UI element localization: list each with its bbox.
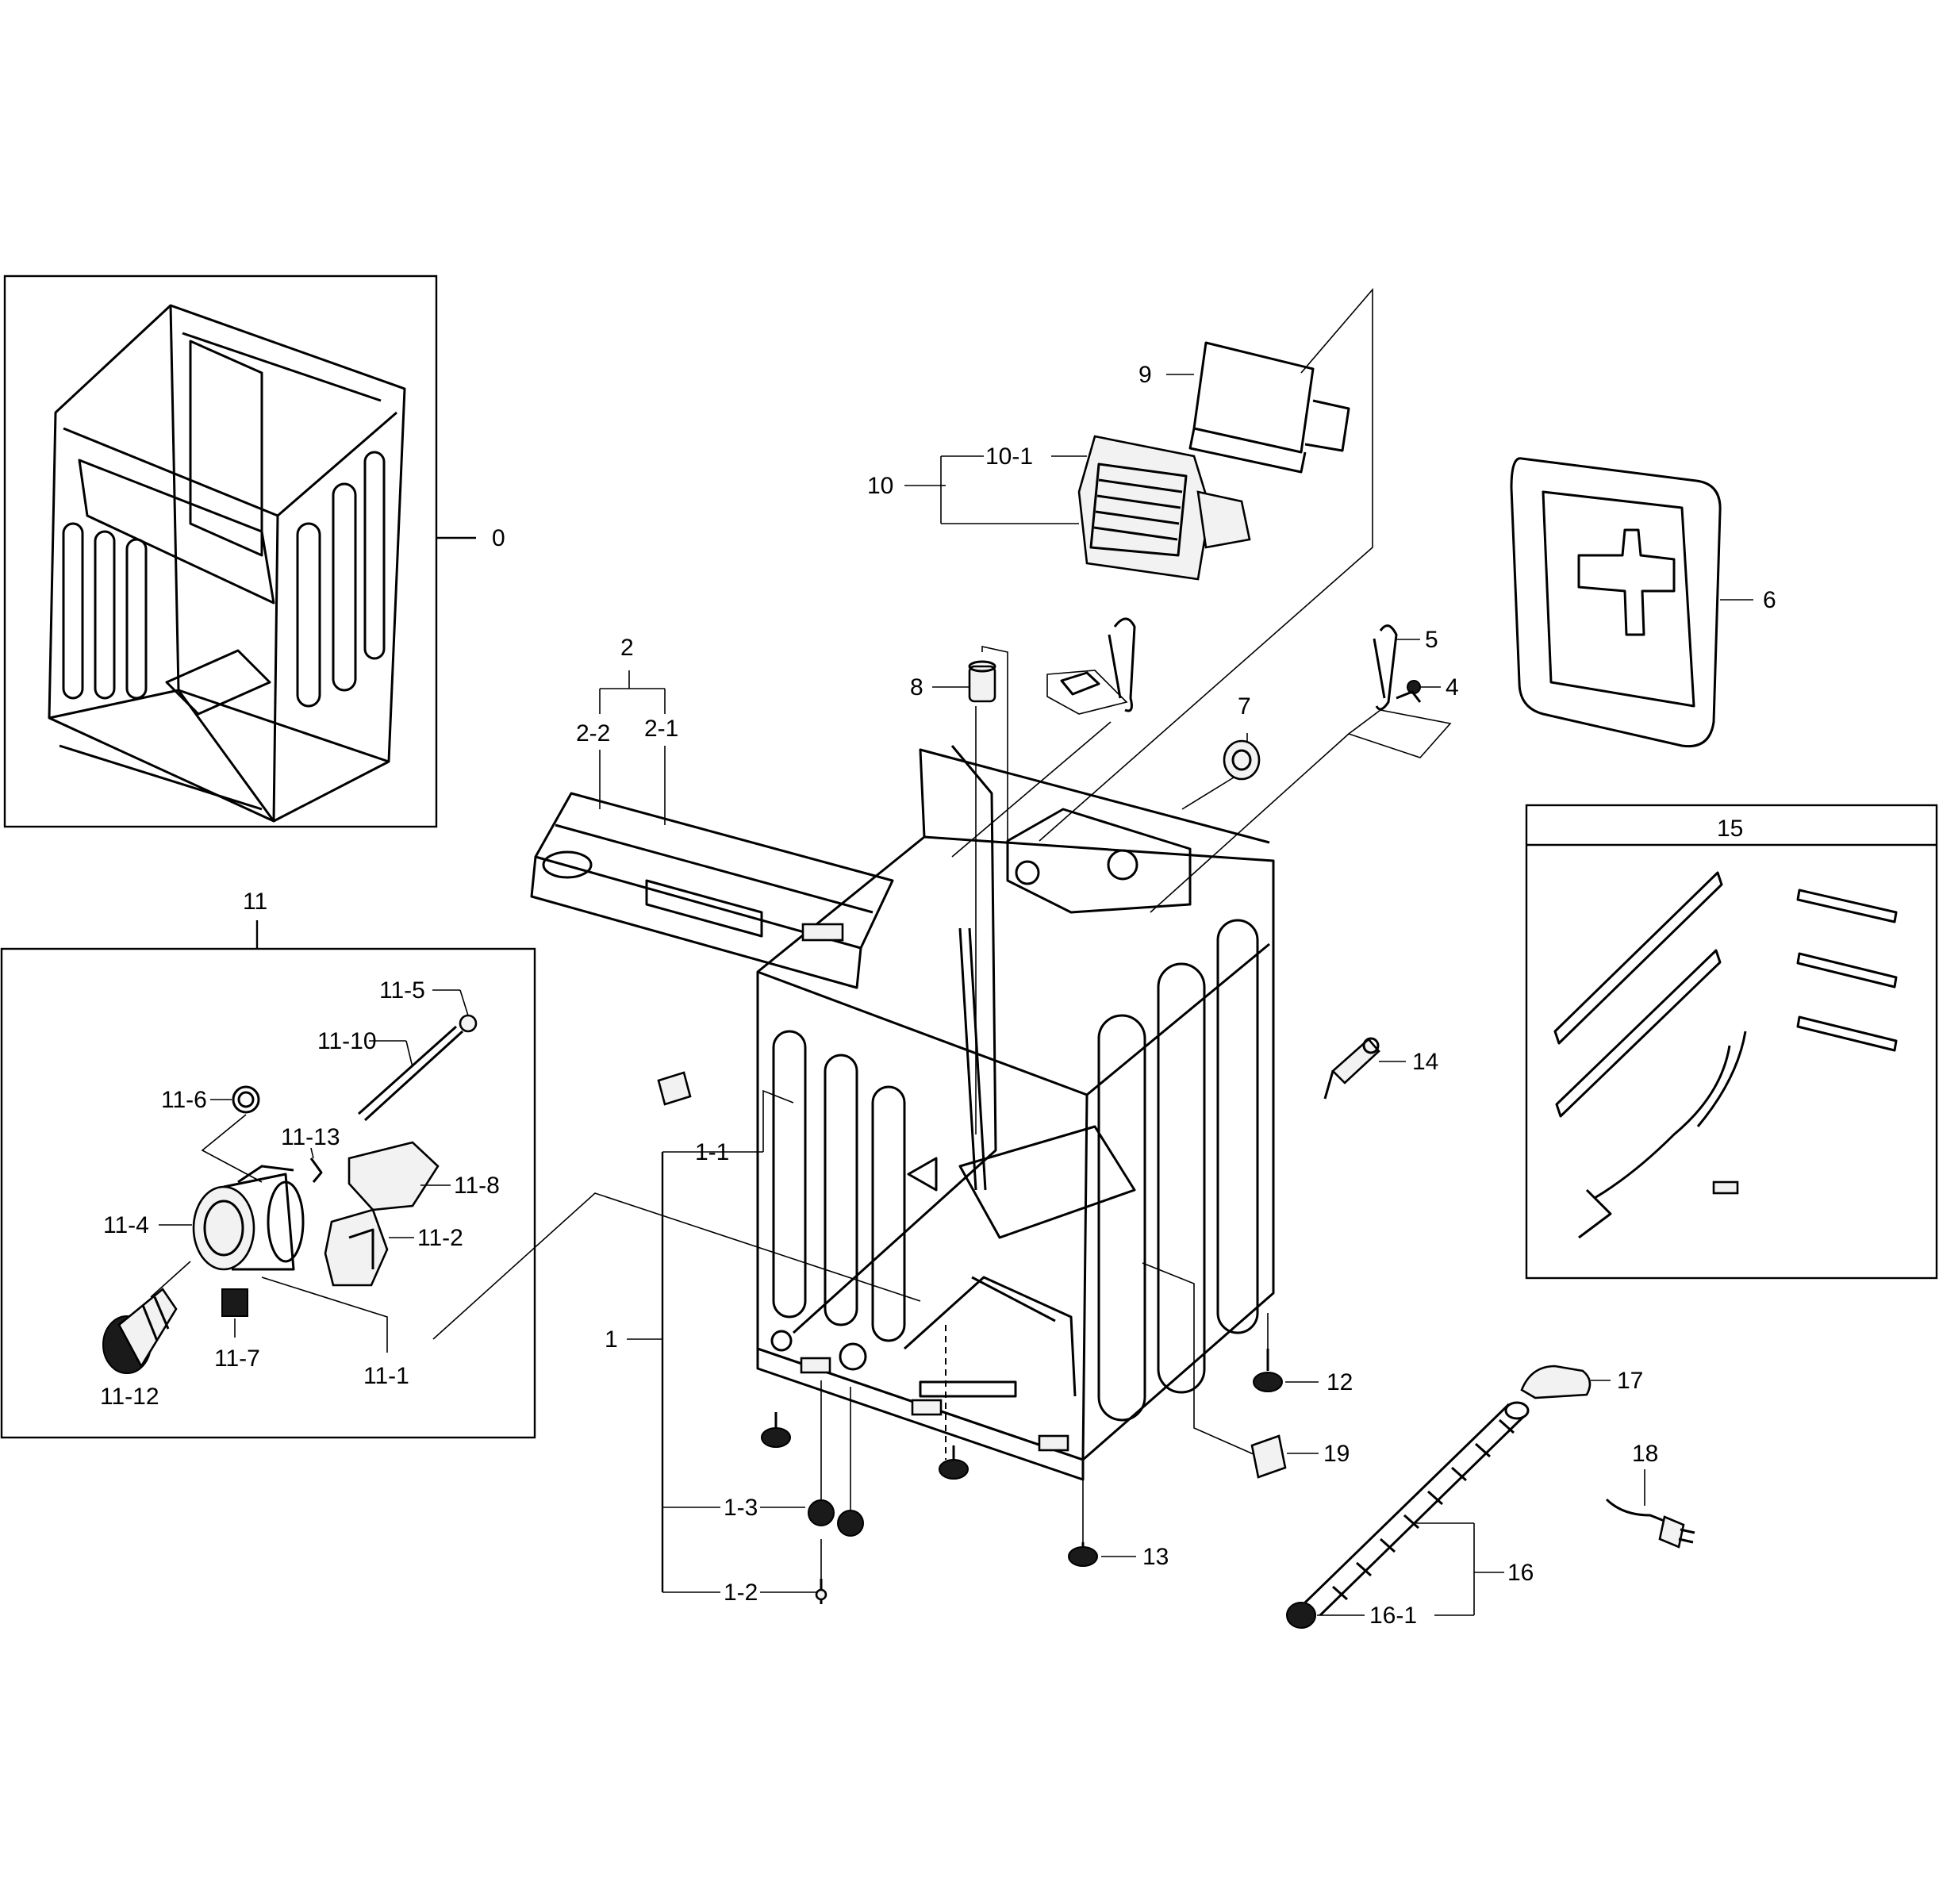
part-12-drawing bbox=[1253, 1349, 1283, 1392]
callout-11-6: 11-6 bbox=[161, 1087, 207, 1113]
callout-11-10: 11-10 bbox=[317, 1028, 377, 1054]
callout-10-1: 10-1 bbox=[985, 443, 1033, 470]
callout-1-2: 1-2 bbox=[724, 1580, 758, 1606]
part-2-top-frame-drawing bbox=[530, 792, 894, 989]
callout-8: 8 bbox=[910, 674, 923, 701]
callout-15: 15 bbox=[1717, 816, 1743, 842]
callout-6: 6 bbox=[1763, 587, 1776, 613]
part-11-5-drawing bbox=[459, 1014, 478, 1033]
callout-11-12: 11-12 bbox=[100, 1384, 159, 1410]
leader-line-9-10-group bbox=[1039, 287, 1373, 842]
part-16-hose-drawing bbox=[1286, 1401, 1530, 1629]
leveling-leg-middle-drawing bbox=[939, 1445, 969, 1480]
callout-group-2: 2 2-2 2-1 bbox=[576, 635, 678, 825]
callout-11-8: 11-8 bbox=[454, 1173, 500, 1199]
group-11-box: 11 11-5 11-10 11-6 11-13 bbox=[0, 889, 921, 1439]
callout-2-1: 2-1 bbox=[644, 716, 678, 742]
part-9-drawing bbox=[1188, 341, 1350, 474]
callout-9: 9 bbox=[1138, 362, 1152, 388]
part-5-drawing bbox=[1373, 624, 1398, 711]
callout-12: 12 bbox=[1327, 1369, 1353, 1395]
callout-14: 14 bbox=[1412, 1049, 1438, 1075]
callout-11-1: 11-1 bbox=[363, 1363, 409, 1389]
part-14-drawing bbox=[1323, 1037, 1380, 1100]
callout-16-1: 16-1 bbox=[1369, 1603, 1417, 1629]
part-10-drawing bbox=[1077, 435, 1251, 581]
callout-4: 4 bbox=[1446, 674, 1459, 701]
callout-2-2: 2-2 bbox=[576, 720, 610, 747]
part-1-1-bracket-drawing bbox=[657, 1071, 692, 1106]
callout-1: 1 bbox=[605, 1326, 618, 1353]
callout-1-1: 1-1 bbox=[695, 1139, 729, 1165]
part-1-cabinet-drawing bbox=[756, 745, 1275, 1481]
callout-16: 16 bbox=[1507, 1560, 1534, 1586]
part-7-drawing bbox=[1223, 739, 1261, 781]
assembled-cabinet-drawing bbox=[48, 304, 406, 823]
callout-5: 5 bbox=[1425, 627, 1438, 653]
callout-11-5: 11-5 bbox=[379, 977, 425, 1004]
part-18-drawing bbox=[1605, 1498, 1695, 1549]
leader-line-11-to-cabinet bbox=[432, 1192, 921, 1340]
part-11-7-drawing bbox=[221, 1288, 248, 1317]
callout-group-10: 10 10-1 bbox=[867, 443, 1087, 524]
part-17-drawing bbox=[1520, 1365, 1592, 1399]
spring-left-drawing bbox=[1060, 617, 1136, 712]
callout-10: 10 bbox=[867, 473, 893, 499]
group-15-box: 15 bbox=[1525, 804, 1938, 1280]
callout-11-4: 11-4 bbox=[103, 1212, 149, 1238]
callout-group-16: 16 16-1 bbox=[1317, 1522, 1534, 1629]
part-13-drawing bbox=[1068, 1477, 1098, 1567]
part-11-8-drawing bbox=[347, 1141, 440, 1211]
part-11-6-drawing bbox=[232, 1085, 260, 1114]
part-11-12-drawing bbox=[102, 1288, 178, 1374]
callout-19: 19 bbox=[1323, 1441, 1350, 1467]
part-11-2-drawing bbox=[324, 1208, 389, 1287]
part-4-drawing bbox=[1396, 680, 1422, 703]
callout-11-13: 11-13 bbox=[281, 1124, 340, 1150]
callout-1-3: 1-3 bbox=[724, 1495, 758, 1521]
callout-7: 7 bbox=[1238, 693, 1251, 720]
callout-17: 17 bbox=[1617, 1368, 1643, 1394]
callout-11-2: 11-2 bbox=[417, 1225, 463, 1251]
part-6-drawing bbox=[1510, 457, 1722, 748]
part-19-drawing bbox=[1250, 1434, 1287, 1479]
part-1-3-drawing bbox=[808, 1499, 864, 1537]
part-15-harnesses-drawing bbox=[1553, 871, 1898, 1239]
assembly-0-box: 0 bbox=[3, 274, 505, 828]
part-1-2-drawing bbox=[815, 1579, 827, 1604]
part-11-10-drawing bbox=[358, 1025, 464, 1122]
part-11-4-drawing bbox=[192, 1165, 305, 1271]
part-8-drawing bbox=[968, 660, 996, 703]
callout-13: 13 bbox=[1142, 1544, 1169, 1570]
leveling-leg-left-drawing bbox=[761, 1412, 791, 1448]
callout-11: 11 bbox=[243, 889, 267, 915]
callout-18: 18 bbox=[1632, 1441, 1658, 1467]
part-11-13-drawing bbox=[309, 1157, 323, 1183]
callout-11-7: 11-7 bbox=[214, 1345, 260, 1372]
callout-0: 0 bbox=[492, 525, 505, 551]
callout-group-1: 1 1-1 1-3 1-2 bbox=[605, 1089, 851, 1606]
callout-2: 2 bbox=[620, 635, 634, 661]
